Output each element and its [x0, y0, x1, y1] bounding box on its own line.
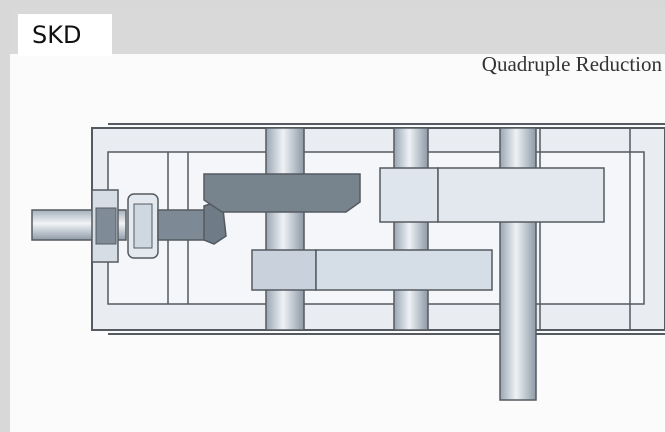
input-pinion-shaft — [157, 209, 209, 241]
header-band — [10, 8, 665, 54]
diagram-subtitle: Quadruple Reduction — [481, 52, 662, 76]
intermediate-shaft-1 — [265, 127, 305, 331]
skd-tab[interactable]: SKD — [18, 14, 112, 56]
first-stage-gear — [203, 173, 361, 213]
second-stage-gear — [251, 249, 493, 291]
third-stage-gear — [379, 167, 605, 223]
intermediate-shaft-2 — [393, 127, 429, 331]
